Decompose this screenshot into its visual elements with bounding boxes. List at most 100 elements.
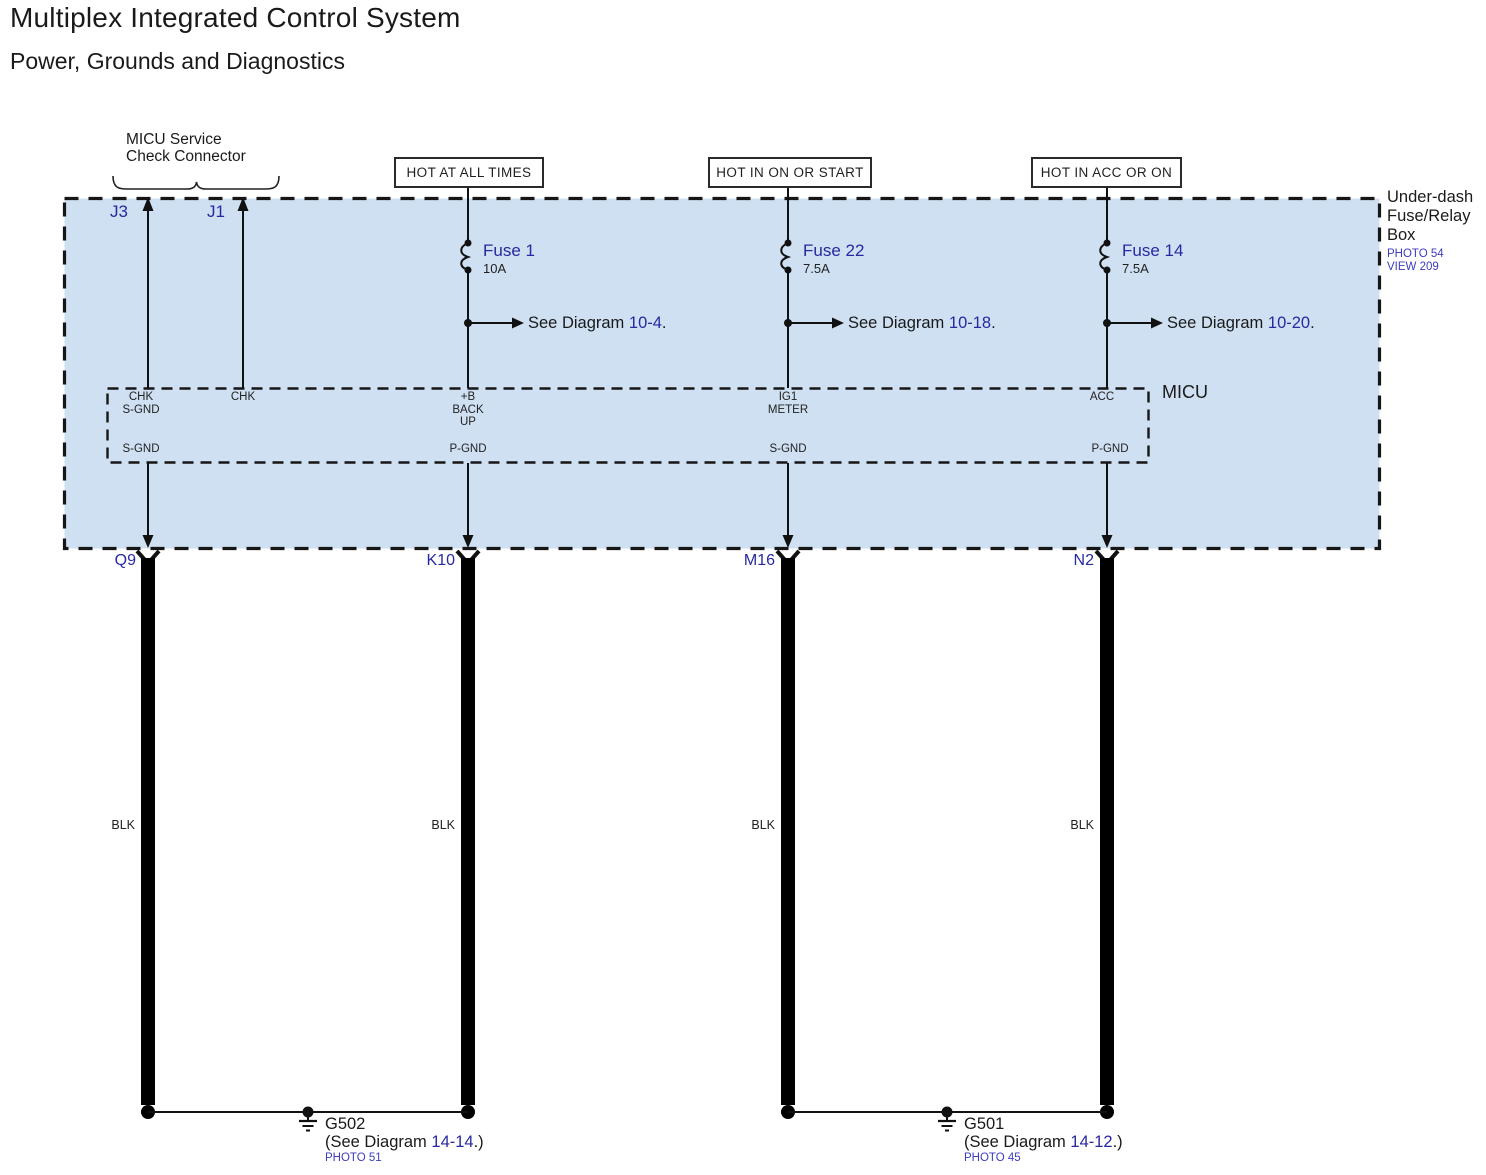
wire-n2 [1094,549,1120,1119]
underdash-view-link[interactable]: VIEW 209 [1387,261,1439,273]
underdash-line2: Fuse/Relay [1387,207,1471,225]
underdash-line3: Box [1387,226,1416,244]
fuse-icon [780,242,792,271]
wire-q9 [135,549,161,1119]
ground-g501-label[interactable]: G501 [964,1115,1005,1133]
down-arrow-icon [1101,535,1113,548]
fuse-1-label[interactable]: Fuse 1 [483,241,535,260]
micu-pin-sgnd-2: S-GND [748,443,828,456]
pin-line: CHK [230,391,256,403]
j1-wire [237,197,249,388]
connector-q9-label[interactable]: Q9 [114,552,136,569]
micu-pin-chk: CHK [203,391,283,404]
see-suffix: . [991,314,996,332]
down-arrow-icon [142,535,154,548]
up-arrow-icon [237,197,249,211]
page-subtitle: Power, Grounds and Diagnostics [10,48,345,74]
pin-line: UP [460,416,476,428]
power-source-hot-in-on-or-start: HOT IN ON OR START [708,157,872,188]
ground-g502-see-diagram: (See Diagram 14-14.) [325,1133,484,1152]
underdash-line1: Under-dash [1387,188,1474,206]
ground-g502-label[interactable]: G502 [325,1115,366,1133]
wire-color-blk-1: BLK [111,818,135,832]
wire-color-blk-3: BLK [751,818,775,832]
pin-line: P-GND [449,443,487,455]
brace-label-line1: MICU Service [126,131,222,148]
micu-output-lines [142,463,1113,548]
see-prefix: (See Diagram [964,1133,1066,1151]
connector-j1-label[interactable]: J1 [207,202,225,221]
wire-m16 [775,549,801,1119]
micu-pin-chk-sgnd: CHK S-GND [101,391,181,416]
pin-line: ACC [1089,391,1115,403]
underdash-fuse-relay-box-outline [62,196,1382,551]
fuse-14-label[interactable]: Fuse 14 [1122,241,1184,260]
underdash-box-label: Under-dash Fuse/Relay Box PHOTO 54 VIEW … [1387,188,1473,274]
micu-pin-sgnd-1: S-GND [101,443,181,456]
connector-m16-label[interactable]: M16 [743,552,775,569]
pin-line: METER [767,403,809,416]
pin-line: IG1 [778,391,798,403]
micu-pin-pgnd-2: P-GND [1070,443,1150,456]
pin-line: S-GND [769,443,807,455]
fuse-icon [460,242,472,271]
pin-line: BACK [452,403,484,416]
down-arrow-icon [782,535,794,548]
fuse-14-rating: 7.5A [1122,261,1149,276]
fuse-22-circuit [780,188,844,388]
ground-g502-photo-link[interactable]: PHOTO 51 [325,1152,382,1164]
hot-box-label: HOT IN ACC OR ON [1040,165,1173,180]
diagram-ref-link[interactable]: 14-14 [431,1133,474,1151]
ground-icon [299,1112,317,1132]
hot-box-label: HOT IN ON OR START [716,165,864,180]
j3-wire [142,197,154,388]
brace-label-line2: Check Connector [126,148,246,165]
fuse-22-rating: 7.5A [803,261,830,276]
see-diagram-10-20: See Diagram 10-20. [1167,314,1315,333]
pin-line: P-GND [1091,443,1129,455]
see-diagram-10-18: See Diagram 10-18. [848,314,996,333]
fuse-1-rating: 10A [483,261,507,276]
see-prefix: (See Diagram [325,1133,427,1151]
fuse-22-label[interactable]: Fuse 22 [803,241,865,260]
micu-pin-acc: ACC [1062,391,1142,404]
micu-pin-b-backup: +B BACK UP [428,391,508,429]
see-diagram-10-4: See Diagram 10-4. [528,314,667,333]
wire-color-blk-4: BLK [1070,818,1094,832]
micu-service-check-connector-label: MICU Service Check Connector [126,131,246,165]
micu-label: MICU [1162,382,1208,402]
ground-bus-g501 [788,1106,1107,1132]
see-suffix: .) [1112,1133,1123,1151]
underdash-photo-link[interactable]: PHOTO 54 [1387,248,1444,260]
ground-icon [938,1112,956,1132]
ground-g501-see-diagram: (See Diagram 14-12.) [964,1133,1123,1152]
ground-bus-g502 [148,1106,468,1132]
connector-n2-label[interactable]: N2 [1073,552,1094,569]
connector-k10-label[interactable]: K10 [426,552,455,569]
power-source-hot-at-all-times: HOT AT ALL TIMES [394,157,544,188]
right-arrow-icon [832,317,844,329]
diagram-ref-link[interactable]: 14-12 [1070,1133,1113,1151]
fuse-1-circuit [460,188,524,388]
diagram-ref-link[interactable]: 10-20 [1267,314,1311,332]
connector-j3-label[interactable]: J3 [110,202,128,221]
see-suffix: . [661,314,667,332]
fuse-icon [1099,242,1111,271]
page-title: Multiplex Integrated Control System [10,2,461,33]
pin-line: S-GND [122,403,160,416]
see-prefix: See Diagram [1167,314,1264,332]
ground-g501-photo-link[interactable]: PHOTO 45 [964,1152,1021,1164]
connector-brace [112,175,280,190]
diagram-ref-link[interactable]: 10-4 [628,314,662,332]
hot-box-label: HOT AT ALL TIMES [406,165,532,180]
see-suffix: . [1310,314,1315,332]
down-arrow-icon [462,535,474,548]
pin-line: +B [460,391,476,403]
pin-line: S-GND [122,443,160,455]
diagram-ref-link[interactable]: 10-18 [948,314,992,332]
up-arrow-icon [142,197,154,211]
right-arrow-icon [512,317,524,329]
micu-pin-pgnd-1: P-GND [428,443,508,456]
